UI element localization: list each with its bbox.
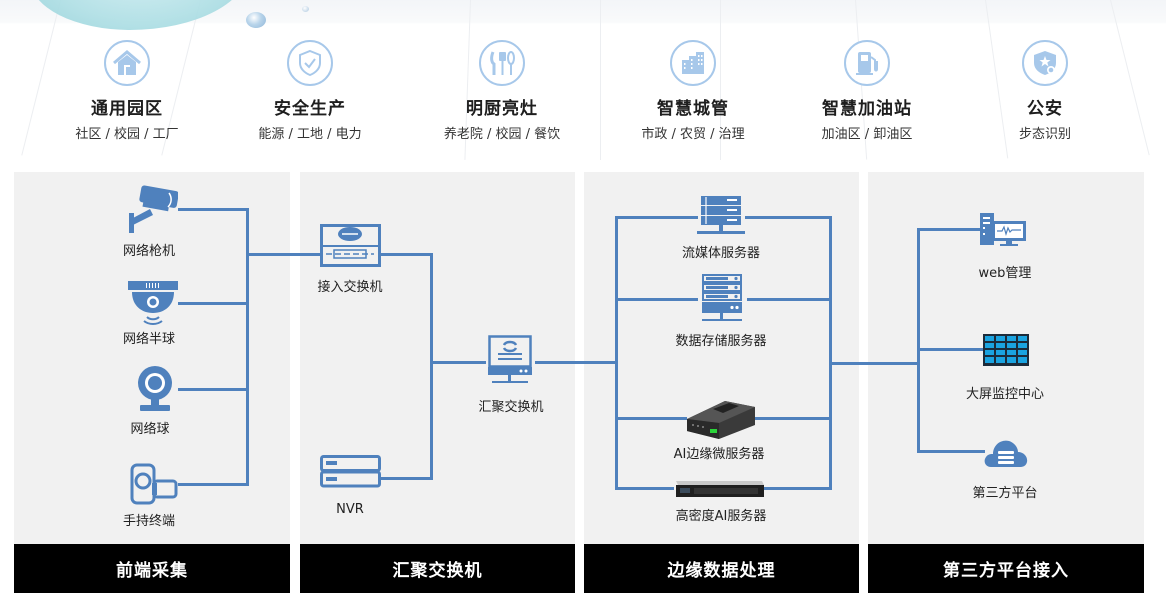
connector-line [615, 298, 698, 301]
scenario-subtitle: 市政 / 农贸 / 治理 [641, 127, 745, 142]
storage-server-icon[interactable] [698, 274, 746, 328]
connector-line [829, 216, 832, 490]
ball-camera-icon[interactable] [137, 366, 173, 416]
bullet-camera-icon[interactable] [128, 185, 179, 237]
node-label: 数据存储服务器 [675, 334, 767, 349]
panel-front-end-collection [14, 172, 290, 544]
connector-line [754, 417, 831, 420]
connector-line [178, 388, 249, 391]
handheld-terminal-icon[interactable] [130, 463, 180, 509]
connector-line [381, 477, 433, 480]
house-icon [104, 40, 150, 86]
connector-line [246, 208, 249, 486]
video-wall-icon[interactable] [983, 334, 1029, 370]
scenario-title: 明厨亮灶 [466, 99, 538, 119]
header-background [0, 0, 1166, 165]
scenario-title: 智慧城管 [657, 99, 729, 119]
connector-line [917, 450, 985, 453]
scenario-subtitle: 加油区 / 卸油区 [821, 127, 913, 142]
connector-line [615, 216, 618, 325]
scenario-smart-city: 智慧城管 市政 / 农贸 / 治理 [603, 40, 783, 142]
node-label: web管理 [978, 266, 1032, 281]
node-label: NVR [336, 502, 364, 517]
kitchen-utensils-icon [479, 40, 525, 86]
scenario-title: 智慧加油站 [822, 99, 912, 119]
node-label: 高密度AI服务器 [675, 509, 767, 524]
aggregation-switch-icon[interactable] [488, 335, 534, 391]
scenario-smart-gas-station: 智慧加油站 加油区 / 卸油区 [777, 40, 957, 142]
node-label: 汇聚交换机 [478, 400, 544, 415]
scenario-bright-kitchen: 明厨亮灶 养老院 / 校园 / 餐饮 [412, 40, 592, 142]
access-switch-icon[interactable] [320, 224, 381, 271]
nvr-icon[interactable] [320, 455, 381, 492]
node-label: 流媒体服务器 [681, 246, 761, 261]
city-buildings-icon [670, 40, 716, 86]
connector-line [615, 417, 687, 420]
ai-edge-box-icon[interactable] [685, 397, 757, 443]
footer-third-party-access: 第三方平台接入 [868, 544, 1144, 593]
scenario-public-security: 公安 步态识别 [955, 40, 1135, 142]
node-label: 接入交换机 [317, 280, 383, 295]
scenario-title: 公安 [1027, 99, 1063, 119]
decor-line [720, 0, 721, 160]
connector-line [762, 487, 831, 490]
node-label: 第三方平台 [972, 486, 1038, 501]
node-label: 手持终端 [122, 514, 176, 529]
node-label: 网络球 [130, 422, 170, 437]
connector-line [430, 253, 433, 480]
node-label: 网络半球 [122, 332, 176, 347]
scenario-subtitle: 能源 / 工地 / 电力 [258, 127, 362, 142]
connector-line [917, 348, 983, 351]
streaming-server-icon[interactable] [697, 196, 745, 242]
node-label: AI边缘微服务器 [673, 447, 765, 462]
scenario-general-park: 通用园区 社区 / 校园 / 工厂 [37, 40, 217, 142]
connector-line [829, 362, 920, 365]
scenario-title: 安全生产 [274, 99, 346, 119]
connector-line [917, 228, 980, 231]
scenario-subtitle: 养老院 / 校园 / 餐饮 [443, 127, 561, 142]
decor-line [600, 0, 601, 160]
scenario-safe-production: 安全生产 能源 / 工地 / 电力 [220, 40, 400, 142]
connector-line [430, 361, 486, 364]
footer-edge-processing: 边缘数据处理 [584, 544, 859, 593]
connector-line [246, 253, 320, 256]
connector-line [178, 208, 249, 211]
cloud-server-icon[interactable] [983, 437, 1029, 473]
connector-line [917, 228, 920, 453]
connector-line [535, 361, 617, 364]
shield-check-icon [287, 40, 333, 86]
police-badge-icon [1022, 40, 1068, 86]
water-drop-decoration [302, 6, 309, 12]
footer-aggregation-switch: 汇聚交换机 [300, 544, 575, 593]
scenario-subtitle: 社区 / 校园 / 工厂 [75, 127, 179, 142]
web-monitor-icon[interactable] [980, 213, 1028, 251]
water-drop-decoration [246, 12, 266, 28]
node-label: 网络枪机 [122, 244, 176, 259]
connector-line [615, 487, 674, 490]
connector-line [747, 298, 831, 301]
connector-line [178, 483, 249, 486]
connector-line [178, 302, 249, 305]
fuel-pump-icon [844, 40, 890, 86]
scenario-subtitle: 步态识别 [1018, 127, 1071, 142]
dome-camera-icon[interactable] [128, 281, 178, 331]
connector-line [381, 253, 432, 256]
rack-server-icon[interactable] [672, 479, 764, 503]
node-label: 大屏监控中心 [965, 387, 1045, 402]
connector-line [745, 216, 831, 219]
connector-line [615, 325, 618, 490]
scenario-title: 通用园区 [91, 99, 163, 119]
connector-line [615, 216, 698, 219]
footer-front-end-collection: 前端采集 [14, 544, 290, 593]
